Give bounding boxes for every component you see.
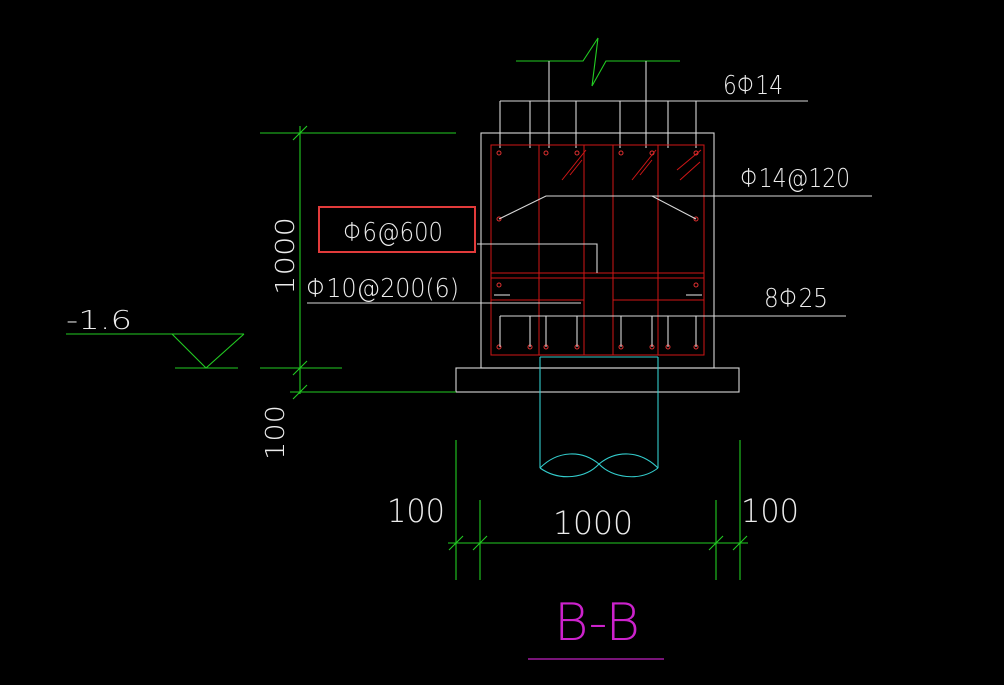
label-top-bars: 6Φ14 (723, 71, 783, 101)
tie-bar-leader (477, 243, 598, 273)
label-stirrup-main: Φ14@120 (740, 164, 850, 194)
horizontal-dimension (448, 440, 748, 580)
vertical-dimension (260, 125, 456, 400)
stirrup-leader (498, 195, 872, 220)
top-bar-leader (499, 100, 808, 148)
highlight-box[interactable] (318, 206, 476, 253)
label-side-stirrup: Φ10@200(6) (306, 274, 459, 304)
label-tie-bar: Φ6@600 (343, 218, 443, 248)
rebar-dots (494, 150, 702, 350)
label-height-dim: 1000 (271, 217, 301, 295)
section-title: B-B (554, 593, 640, 653)
elevation-symbol (66, 333, 245, 369)
label-width-dim: 1000 (553, 504, 633, 542)
column-break-line (516, 37, 680, 101)
label-cushion-dim: 100 (261, 405, 291, 460)
bottom-bar-leader (499, 315, 846, 347)
pile (539, 356, 659, 478)
label-elevation: -1.6 (66, 306, 132, 336)
cushion-outline (455, 367, 740, 393)
label-bottom-bars: 8Φ25 (764, 284, 828, 314)
label-right-offset-dim: 100 (741, 492, 799, 530)
label-left-offset-dim: 100 (387, 492, 445, 530)
